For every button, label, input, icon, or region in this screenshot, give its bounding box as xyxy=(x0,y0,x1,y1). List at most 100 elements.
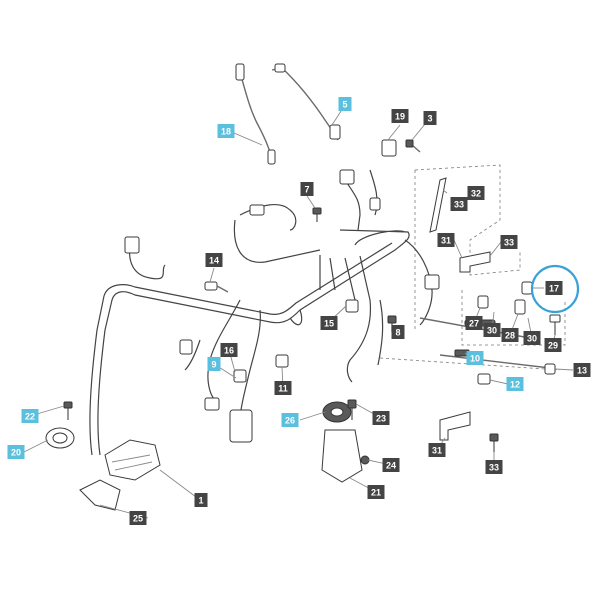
connector-19 xyxy=(381,139,397,157)
callout-label-box xyxy=(506,377,524,391)
callout-label-box xyxy=(523,331,541,345)
callout-label-box xyxy=(207,357,221,371)
callout-label-box xyxy=(500,235,518,249)
callout-label-text: 21 xyxy=(371,488,381,498)
callout-label-box xyxy=(300,182,314,196)
callout-label-text: 30 xyxy=(487,326,497,336)
bolt-33-lower xyxy=(489,433,499,452)
callout-label-text: 26 xyxy=(285,416,295,426)
callout-label-text: 12 xyxy=(510,380,520,390)
callout-label-text: 5 xyxy=(342,100,347,110)
bracket-32 xyxy=(429,177,447,233)
callout-label-text: 18 xyxy=(221,127,231,137)
callout-label-29: 29 xyxy=(544,338,562,352)
bolt-23 xyxy=(347,399,357,420)
callout-label-33a: 33 xyxy=(450,197,468,211)
bolt-7 xyxy=(312,207,322,222)
callout-label-31b: 31 xyxy=(428,443,446,457)
bracket-21 xyxy=(321,429,363,483)
callout-label-box xyxy=(391,109,409,123)
callout-label-27: 27 xyxy=(465,316,483,330)
control-box xyxy=(104,439,161,481)
callout-label-10: 10 xyxy=(466,351,484,365)
callout-label-30b: 30 xyxy=(523,331,541,345)
callout-label-text: 23 xyxy=(376,414,386,424)
main-harness-tube xyxy=(89,229,410,456)
sensor-5-connector xyxy=(274,63,286,73)
sensor-16 xyxy=(233,369,247,383)
bracket-31-upper xyxy=(459,251,491,273)
callout-label-box xyxy=(281,413,299,427)
callout-label-box xyxy=(437,233,455,247)
callout-label-12: 12 xyxy=(506,377,524,391)
callout-label-31a: 31 xyxy=(437,233,455,247)
callout-label-20: 20 xyxy=(7,445,25,459)
callout-label-box xyxy=(450,197,468,211)
callout-label-box xyxy=(129,511,147,525)
spacer-27 xyxy=(477,295,489,309)
callout-label-33b: 33 xyxy=(500,235,518,249)
callout-label-1: 1 xyxy=(194,493,208,507)
callout-label-3: 3 xyxy=(423,111,437,125)
callout-label-21: 21 xyxy=(367,485,385,499)
callout-label-text: 8 xyxy=(395,328,400,338)
callout-label-box xyxy=(467,186,485,200)
connector-12 xyxy=(477,373,491,385)
callout-label-32: 32 xyxy=(467,186,485,200)
callout-label-text: 33 xyxy=(504,238,514,248)
callout-label-33c: 33 xyxy=(485,460,503,474)
callout-label-text: 27 xyxy=(469,319,479,329)
sensor-17 xyxy=(521,281,533,295)
callout-label-box xyxy=(483,323,501,337)
bolt-22 xyxy=(63,401,73,420)
callout-label-text: 1 xyxy=(198,496,203,506)
callout-label-box xyxy=(466,351,484,365)
horn-26 xyxy=(322,401,352,423)
sensor-cables xyxy=(235,63,341,165)
callout-label-16: 16 xyxy=(220,343,238,357)
nut-24 xyxy=(360,455,370,465)
callout-label-17: 17 xyxy=(545,281,563,295)
callout-label-box xyxy=(320,316,338,330)
highlight-circle xyxy=(530,264,580,314)
callout-label-7: 7 xyxy=(300,182,314,196)
callout-label-text: 13 xyxy=(577,366,587,376)
callout-label-24: 24 xyxy=(382,458,400,472)
callout-label-30a: 30 xyxy=(483,323,501,337)
callout-label-text: 14 xyxy=(209,256,219,266)
callout-label-text: 33 xyxy=(489,463,499,473)
callout-label-box xyxy=(391,325,405,339)
callout-label-text: 29 xyxy=(548,341,558,351)
callout-label-23: 23 xyxy=(372,411,390,425)
callout-label-box xyxy=(573,363,591,377)
callout-label-13: 13 xyxy=(573,363,591,377)
callout-label-26: 26 xyxy=(281,413,299,427)
spacer-28 xyxy=(514,299,526,315)
callout-label-text: 30 xyxy=(527,334,537,344)
bolt-3 xyxy=(405,139,421,153)
callout-label-text: 16 xyxy=(224,346,234,356)
bracket-31-lower xyxy=(439,411,471,441)
callout-label-22: 22 xyxy=(21,409,39,423)
callout-label-text: 10 xyxy=(470,354,480,364)
callout-label-11: 11 xyxy=(274,381,292,395)
callout-label-box xyxy=(205,253,223,267)
callout-label-box xyxy=(465,316,483,330)
sensor-14 xyxy=(204,281,229,293)
callout-label-box xyxy=(194,493,208,507)
callout-label-text: 24 xyxy=(386,461,396,471)
callout-label-text: 17 xyxy=(549,284,559,294)
callout-label-text: 20 xyxy=(11,448,21,458)
callout-label-text: 33 xyxy=(454,200,464,210)
callout-label-box xyxy=(220,343,238,357)
callout-label-25: 25 xyxy=(129,511,147,525)
callout-label-box xyxy=(7,445,25,459)
callout-label-text: 31 xyxy=(432,446,442,456)
callout-label-box xyxy=(423,111,437,125)
central-harness-bundle xyxy=(124,169,440,443)
sensor-18-connector xyxy=(235,63,245,81)
clip-20 xyxy=(45,427,75,449)
callout-label-8: 8 xyxy=(391,325,405,339)
